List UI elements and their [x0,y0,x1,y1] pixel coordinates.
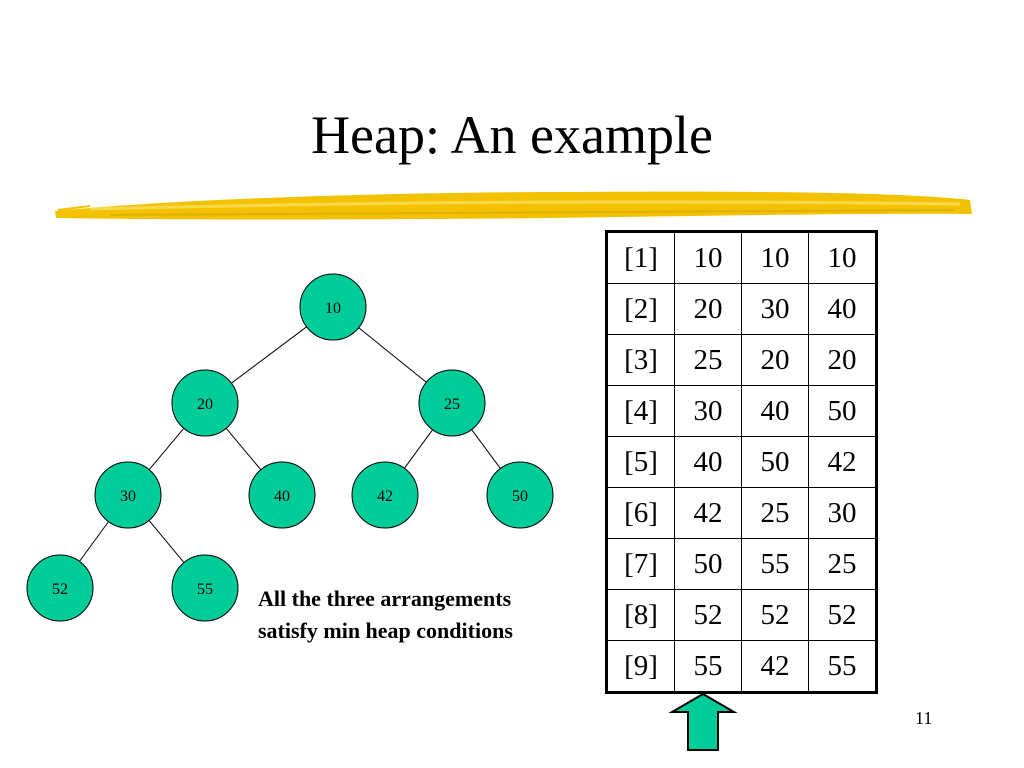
tree-edges [79,326,501,563]
slide-title: Heap: An example [311,105,713,165]
tree-node: 30 [94,461,162,529]
page-number: 11 [915,708,933,728]
tree-node-label: 40 [274,488,290,505]
value-cell: 52 [674,589,742,641]
tree-node: 20 [171,369,239,437]
value-cell: 20 [808,334,877,386]
tree-node: 42 [351,461,419,529]
tree-node-label: 30 [120,488,136,505]
index-cell: [4] [606,385,675,437]
brush-stroke-divider [55,191,972,220]
tree-node-label: 25 [444,396,460,413]
value-cell: 20 [674,283,742,335]
value-cell: 55 [674,640,742,693]
tree-edge [231,326,307,384]
tree-edge [148,427,185,471]
value-cell: 20 [741,334,809,386]
value-cell: 52 [741,589,809,641]
tree-node-label: 42 [377,488,393,505]
note-line-2: satisfy min heap conditions [258,618,513,643]
index-cell: [2] [606,283,675,335]
tree-node: 25 [418,369,486,437]
value-cell: 55 [808,640,877,693]
index-cell: [5] [606,436,675,488]
tree-node: 50 [486,461,554,529]
index-cell: [1] [606,231,675,284]
tree-node-circle [171,369,239,437]
value-cell: 52 [808,589,877,641]
tree-node-circle [94,461,162,529]
index-cell: [6] [606,487,675,539]
value-cell: 42 [674,487,742,539]
tree-edge [148,520,185,563]
tree-node-label: 20 [197,396,213,413]
tree-nodes: 10 20 25 30 40 42 50 52 55 [26,273,554,622]
value-cell: 40 [808,283,877,335]
value-cell: 50 [808,385,877,437]
value-cell: 30 [674,385,742,437]
index-cell: [9] [606,640,675,693]
tree-node: 40 [248,461,316,529]
value-cell: 25 [674,334,742,386]
value-cell: 10 [808,231,877,284]
up-arrow-icon [668,692,738,751]
tree-node-circle [299,273,367,341]
tree-node: 10 [299,273,367,341]
value-cell: 42 [741,640,809,693]
value-cell: 25 [741,487,809,539]
tree-edge [225,427,262,471]
tree-node-label: 50 [512,488,528,505]
value-cell: 40 [741,385,809,437]
tree-edge [404,429,433,469]
value-cell: 42 [808,436,877,488]
value-cell: 50 [741,436,809,488]
value-cell: 55 [741,538,809,590]
note-line-1: All the three arrangements [258,586,512,611]
index-cell: [3] [606,334,675,386]
tree-edge [471,429,501,469]
tree-edge [79,521,109,562]
value-cell: 50 [674,538,742,590]
value-cell: 40 [674,436,742,488]
tree-node-circle [171,554,239,622]
value-cell: 10 [741,231,809,284]
tree-node: 52 [26,554,94,622]
tree-node-circle [248,461,316,529]
tree-edge [358,327,427,383]
value-cell: 30 [808,487,877,539]
tree-node-circle [486,461,554,529]
index-cell: [8] [606,589,675,641]
value-cell: 25 [808,538,877,590]
tree-node-label: 55 [197,581,213,598]
tree-node-label: 10 [325,300,341,317]
tree-node-circle [418,369,486,437]
tree-node: 55 [171,554,239,622]
tree-node-circle [351,461,419,529]
value-cell: 10 [674,231,742,284]
index-cell: [7] [606,538,675,590]
tree-node-circle [26,554,94,622]
tree-node-label: 52 [52,581,68,598]
value-cell: 30 [741,283,809,335]
heap-note: All the three arrangements satisfy min h… [258,583,513,647]
